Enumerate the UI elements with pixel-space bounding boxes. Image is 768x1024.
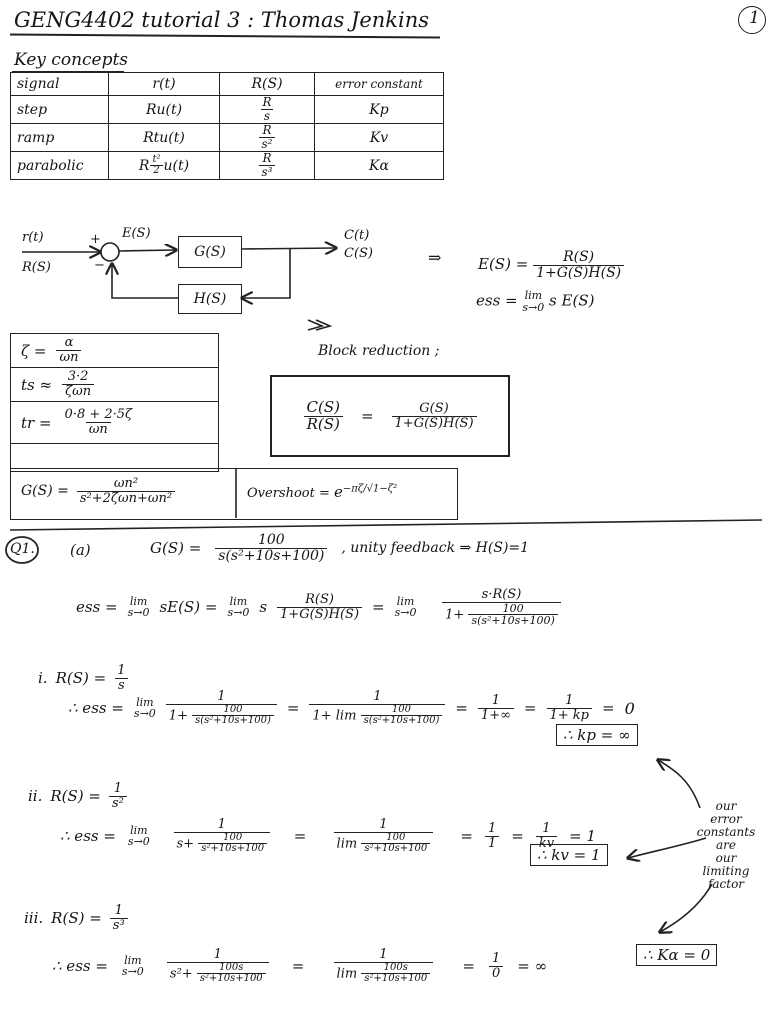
output-arrow xyxy=(241,248,336,249)
feedback-arrow-in xyxy=(242,249,291,298)
case-i-result: ∴ kp = ∞ xyxy=(556,724,638,746)
constant-cell: Kv xyxy=(314,123,444,152)
signal-cell: parabolic xyxy=(10,151,109,180)
page-number: 1 xyxy=(749,8,760,28)
page-title: GENG4402 tutorial 3 : Thomas Jenkins xyxy=(14,8,430,32)
error-equation: E(S) = R(S)1+G(S)H(S) xyxy=(478,250,625,280)
q1-label: Q1. xyxy=(10,541,35,557)
input-rt-label: r(t) xyxy=(22,230,44,245)
side-note: our error constants are our limiting fac… xyxy=(696,799,756,891)
overshoot-formula: Overshoot = e−πζ/√1−ζ² xyxy=(247,483,398,501)
table-header-row: signal r(t) R(S) error constant xyxy=(10,72,444,96)
rt-cell: Rtu(t) xyxy=(108,123,220,152)
q1-part: (a) xyxy=(70,541,91,559)
section-divider xyxy=(9,519,763,531)
col-rt: r(t) xyxy=(108,72,220,96)
col-signal: signal xyxy=(10,72,109,96)
note-arrow-ka xyxy=(660,883,713,932)
signal-cell: ramp xyxy=(10,123,109,152)
case-ii-result: ∴ kv = 1 xyxy=(530,844,608,866)
output-ct-label: C(t) xyxy=(344,228,370,243)
case-iii-result: ∴ Kα = 0 xyxy=(636,944,718,966)
block-reduction-label: Block reduction ; xyxy=(318,343,440,359)
block-reduction-arrow xyxy=(307,319,333,331)
signal-cell: step xyxy=(10,95,109,124)
feedback-arrow-out xyxy=(112,264,178,299)
key-concepts-heading: Key concepts xyxy=(14,50,129,70)
constant-cell: Kα xyxy=(314,151,444,180)
note-arrow-kv xyxy=(628,837,707,858)
page-number-circle xyxy=(738,6,766,34)
rt-cell: Ru(t) xyxy=(108,95,220,124)
error-arrow xyxy=(118,250,176,251)
block-reduction-box: C(S)R(S) = G(S)1+G(S)H(S) xyxy=(270,375,510,457)
col-rs: R(S) xyxy=(219,72,315,96)
implies-arrow: ⇒ xyxy=(428,248,442,267)
plus-sign: + xyxy=(90,232,101,247)
output-cs-label: C(S) xyxy=(344,246,373,261)
key-concepts-underline xyxy=(12,71,124,73)
note-arrow-kp xyxy=(658,760,701,809)
minus-sign: − xyxy=(94,258,105,273)
title-underline xyxy=(9,33,441,39)
feedback-block: H(S) xyxy=(178,284,242,314)
input-rs-label: R(S) xyxy=(22,260,51,275)
error-label: E(S) xyxy=(122,226,151,241)
forward-block: G(S) xyxy=(178,236,242,268)
key-concepts-table: signal r(t) R(S) error constant step Ru(… xyxy=(10,72,444,180)
constant-cell: Kp xyxy=(314,95,444,124)
col-error-constant: error constant xyxy=(314,72,444,96)
